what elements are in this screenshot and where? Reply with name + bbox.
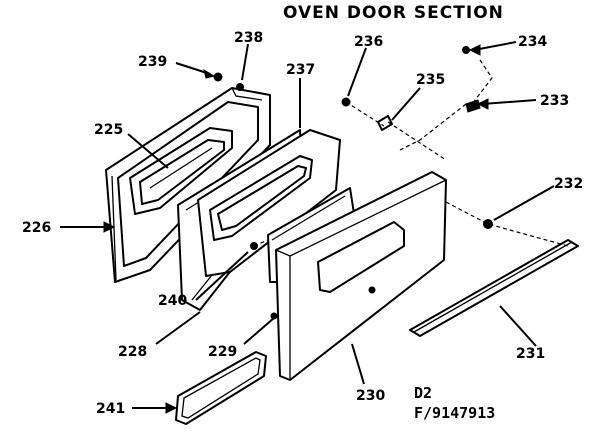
callout-229: 229	[208, 344, 237, 360]
callout-231: 231	[516, 346, 545, 362]
footer-code-d2: D2	[414, 384, 432, 402]
callout-236: 236	[354, 34, 383, 50]
screw-232-icon	[483, 219, 493, 229]
part-237-inner-glass-frame	[197, 129, 341, 277]
diagram-title: OVEN DOOR SECTION	[283, 3, 504, 23]
callout-240: 240	[158, 293, 187, 309]
screw-234-icon	[462, 46, 470, 54]
callout-225: 225	[94, 122, 123, 138]
leader-lines	[60, 41, 555, 414]
callout-233: 233	[540, 93, 569, 109]
hardware-screws	[213, 46, 493, 320]
callout-241: 241	[96, 401, 125, 417]
callout-232: 232	[554, 176, 583, 192]
callout-237: 237	[286, 62, 315, 78]
part-230-outer-door-panel	[275, 171, 447, 381]
screw-238-icon	[236, 83, 244, 91]
callout-235: 235	[416, 72, 445, 88]
callout-226: 226	[22, 220, 51, 236]
callout-238: 238	[234, 30, 263, 46]
clip-235-icon	[377, 115, 393, 131]
callout-239: 239	[138, 54, 167, 70]
callout-234: 234	[518, 34, 547, 50]
footer-part-number: F/9147913	[414, 404, 495, 422]
screw-239-icon	[213, 72, 223, 82]
callout-228: 228	[118, 344, 147, 360]
part-225-window-frame	[129, 127, 233, 215]
part-241-gasket	[175, 351, 267, 425]
part-231-trim-strip	[409, 239, 579, 337]
callout-230: 230	[356, 388, 385, 404]
assembly-guide-lines	[253, 59, 569, 247]
callout-labels: 239 238 237 236 235 234 233 232 225 226 …	[22, 30, 583, 417]
